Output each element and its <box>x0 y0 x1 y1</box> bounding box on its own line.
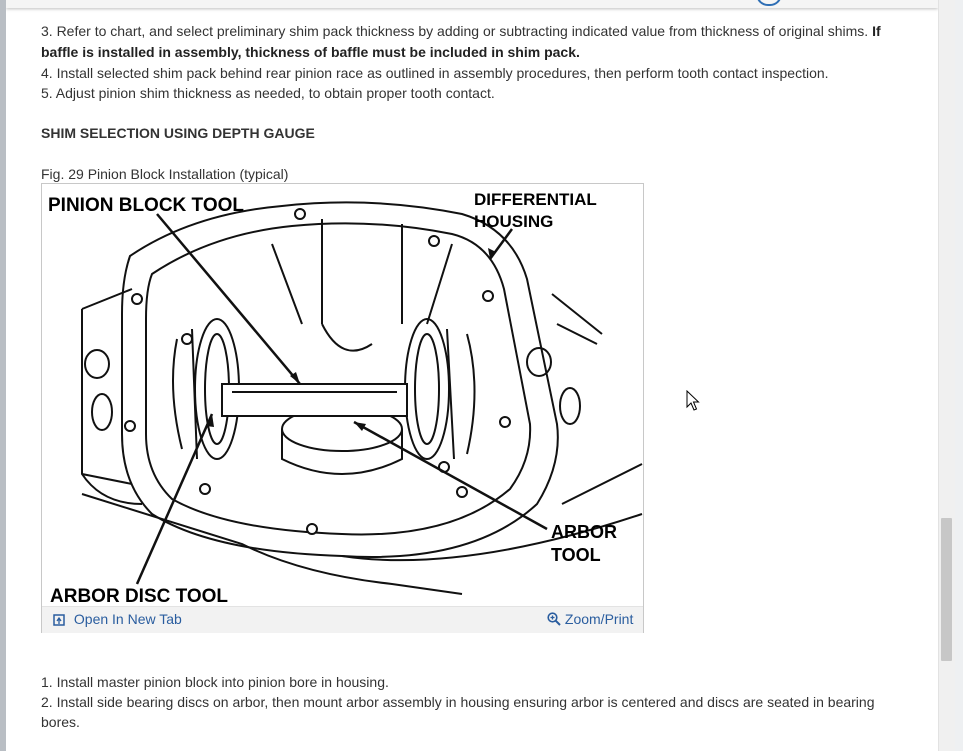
bolt-1 <box>294 208 306 220</box>
bolt-6 <box>199 483 211 495</box>
zoom-icon <box>547 612 561 626</box>
label-arbor-disc-tool: ARBOR DISC TOOL <box>50 586 228 606</box>
housing-bottom-lines <box>81 473 463 595</box>
arrow-differential-housing <box>488 248 496 259</box>
pinion-block-sides <box>281 429 403 475</box>
housing-flange-outer <box>121 201 559 558</box>
window-left-edge <box>0 0 6 751</box>
step-3-line-2: baffle is installed in assembly, thickne… <box>41 44 580 60</box>
figure-container: PINION BLOCK TOOL DIFFERENTIAL HOUSING A… <box>41 183 644 633</box>
arrow-arbor-disc <box>206 414 214 427</box>
inner-bore <box>271 219 453 352</box>
toolbar-round-icon[interactable] <box>756 0 782 6</box>
pinion-block-diagram[interactable]: PINION BLOCK TOOL DIFFERENTIAL HOUSING A… <box>42 184 643 606</box>
zoom-print-link[interactable]: Zoom/Print <box>547 611 633 627</box>
figure-caption: Fig. 29 Pinion Block Installation (typic… <box>41 166 289 182</box>
bolt-2 <box>428 235 440 247</box>
bolt-8 <box>456 486 468 498</box>
label-differential-housing-2: HOUSING <box>474 212 553 231</box>
open-new-tab-link[interactable]: Open In New Tab <box>53 611 182 627</box>
scrollbar-thumb[interactable] <box>941 518 952 661</box>
step-2-line-1: 2. Install side bearing discs on arbor, … <box>41 694 875 710</box>
label-arbor-tool-2: TOOL <box>551 545 601 565</box>
leader-arbor-tool <box>353 420 548 531</box>
bolt-7 <box>306 523 318 535</box>
label-pinion-block-tool: PINION BLOCK TOOL <box>48 195 244 216</box>
side-hole-right-2 <box>559 387 581 425</box>
side-hole-right-1 <box>526 347 552 377</box>
zoom-print-label: Zoom/Print <box>564 611 634 627</box>
step-1: 1. Install master pinion block into pini… <box>41 674 389 690</box>
step-2-line-2: bores. <box>41 714 80 730</box>
bolt-5 <box>124 420 136 432</box>
arrow-pinion-block <box>290 372 300 384</box>
step-4: 4. Install selected shim pack behind rea… <box>41 65 829 81</box>
left-bearing-cup <box>172 328 198 460</box>
bolt-10 <box>181 333 193 345</box>
side-hole-left-1 <box>84 349 110 379</box>
bolt-4 <box>131 293 143 305</box>
bolt-3 <box>482 290 494 302</box>
bolt-9 <box>499 416 511 428</box>
mouse-cursor-icon <box>686 390 700 411</box>
top-toolbar-edge <box>6 0 938 8</box>
article-content: 3. Refer to chart, and select preliminar… <box>6 0 938 751</box>
open-new-tab-label: Open In New Tab <box>73 611 182 627</box>
arrow-arbor-tool <box>354 422 366 431</box>
housing-shell <box>81 288 643 562</box>
leader-arbor-disc <box>135 413 214 585</box>
arbor-shaft <box>221 383 408 417</box>
leader-pinion-block <box>156 213 301 385</box>
open-new-tab-icon <box>53 614 65 626</box>
side-hole-left-2 <box>91 393 113 431</box>
housing-flange-inner <box>145 222 532 536</box>
step-3-line-1: 3. Refer to chart, and select preliminar… <box>41 23 881 39</box>
figure-footer: Open In New Tab Zoom/Print <box>42 606 643 633</box>
label-differential-housing-1: DIFFERENTIAL <box>474 190 597 209</box>
right-bearing-cup <box>446 328 476 460</box>
right-disc-inner <box>414 333 440 445</box>
section-heading: SHIM SELECTION USING DEPTH GAUGE <box>41 125 315 141</box>
label-arbor-tool-1: ARBOR <box>551 522 617 542</box>
step-5: 5. Adjust pinion shim thickness as neede… <box>41 85 495 101</box>
right-disc-outer <box>404 318 450 460</box>
